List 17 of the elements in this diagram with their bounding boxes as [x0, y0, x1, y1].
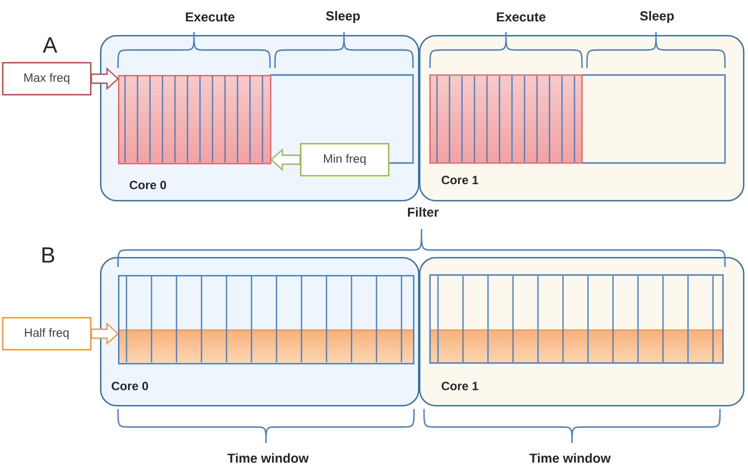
brace-label: Time window: [529, 453, 611, 463]
frequency-bar: [118, 275, 414, 364]
brace-label: Time window: [227, 453, 309, 463]
block-arrow: [90, 322, 119, 346]
panel-letter: B: [42, 247, 54, 263]
brace-label: Execute: [496, 12, 546, 22]
brace-label: Filter: [408, 207, 439, 217]
brace-label: Sleep: [640, 10, 674, 24]
block-arrow: [270, 148, 301, 172]
callout-box: Min freq: [300, 143, 390, 176]
frequency-bar: [118, 75, 272, 164]
brace-label: Sleep: [326, 10, 360, 24]
block-arrow: [90, 67, 119, 90]
brace-label: Execute: [186, 12, 234, 22]
callout-box: Half freq: [2, 317, 92, 350]
panel-letter: A: [42, 37, 58, 53]
callout-box: Max freq: [2, 62, 92, 96]
